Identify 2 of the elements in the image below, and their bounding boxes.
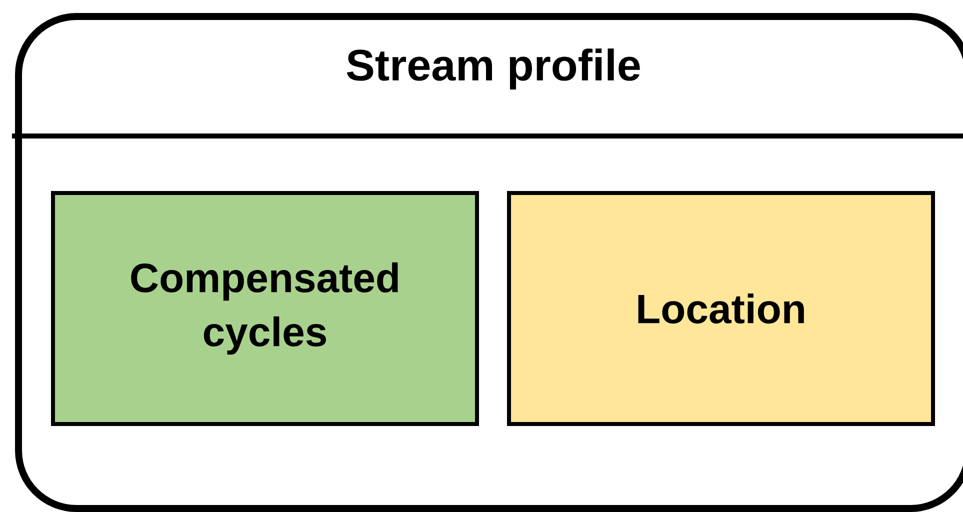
process-box: Location [507, 191, 935, 426]
process-box: Compensated cycles [51, 191, 479, 426]
